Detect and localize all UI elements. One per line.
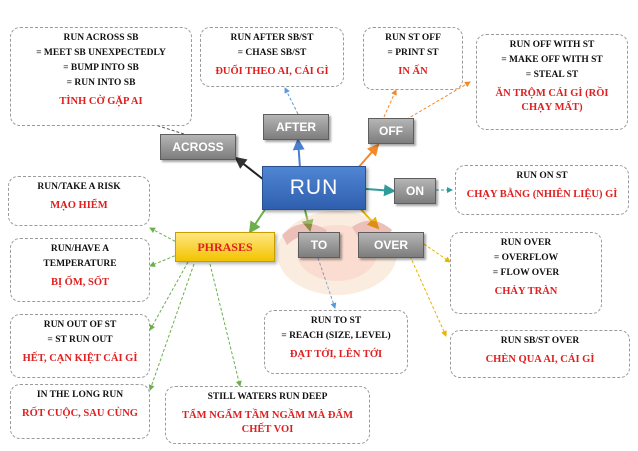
link-to-box [317,257,337,309]
link-run-on [365,184,396,197]
link-after-box [284,87,299,115]
box-line: RUN/TAKE A RISK [37,182,121,192]
box-line: = PRINT ST [387,48,439,58]
box-meaning: CHẢY TRÀN [494,286,558,297]
box-run-across: RUN ACROSS SB = MEET SB UNEXPECTEDLY = B… [10,27,192,126]
box-line: = BUMP INTO SB [63,63,139,73]
box-line: RUN/HAVE A [50,244,110,254]
hub-phrases: PHRASES [175,232,275,262]
link-run-off [357,143,380,169]
box-run-over: RUN OVER = OVERFLOW = FLOW OVER CHẢY TRÀ… [450,232,602,314]
box-line: RUN OVER [500,238,552,248]
box-line: RUN ON ST [516,171,568,181]
link-run-across [234,156,265,181]
box-meaning: TÌNH CỜ GẶP AI [59,96,143,107]
link-phrases-longrun [148,263,195,391]
box-line: = RUN INTO SB [66,78,136,88]
hub-off: OFF [368,118,414,144]
link-run-after [292,138,305,169]
box-meaning: ĐẠT TỚI, LÊN TỚI [289,349,383,360]
box-run-st-off: RUN ST OFF = PRINT ST IN ẤN [363,27,463,90]
box-long-run: IN THE LONG RUN RỐT CUỘC, SAU CÙNG [10,384,150,439]
link-across-box [145,121,185,135]
box-line: RUN OUT OF ST [43,320,117,330]
hub-on: ON [394,178,436,204]
box-run-sb-over: RUN SB/ST OVER CHÈN QUA AI, CÁI GÌ [450,330,630,378]
box-line: RUN AFTER SB/ST [230,33,314,43]
box-line: = STEAL ST [525,70,579,80]
box-still-waters: STILL WATERS RUN DEEP TẨM NGẨM TẦM NGẦM … [165,386,370,444]
box-line: = MEET SB UNEXPECTEDLY [36,48,166,58]
box-line: RUN OFF WITH ST [509,40,595,50]
box-run-out-of: RUN OUT OF ST = ST RUN OUT HẾT, CẠN KIỆT… [10,314,150,378]
box-meaning: CHẠY BẰNG (NHIÊN LIỆU) GÌ [466,189,618,200]
box-meaning: IN ẤN [398,66,428,77]
hub-to: TO [298,232,340,258]
link-off-run-off-with [401,81,471,123]
box-run-to: RUN TO ST = REACH (SIZE, LEVEL) ĐẠT TỚI,… [264,310,408,374]
hub-over: OVER [358,232,424,258]
link-over-box1 [423,243,451,263]
box-line: RUN ST OFF [385,33,441,43]
box-line: RUN ACROSS SB [63,33,139,43]
box-line: = OVERFLOW [493,253,559,263]
box-meaning: RỐT CUỘC, SAU CÙNG [22,408,138,419]
box-line: = FLOW OVER [492,268,560,278]
box-line: RUN TO ST [310,316,362,326]
box-meaning: ĂN TRỘM CÁI GÌ (RỒI CHẠY MẤT) [495,88,609,113]
box-line: IN THE LONG RUN [36,390,124,400]
box-meaning: BỊ ỐM, SỐT [50,277,110,288]
box-temperature: RUN/HAVE A TEMPERATURE BỊ ỐM, SỐT [10,238,150,302]
box-run-after: RUN AFTER SB/ST = CHASE SB/ST ĐUỔI THEO … [200,27,344,87]
link-off-print [383,89,397,118]
box-run-off-with: RUN OFF WITH ST = MAKE OFF WITH ST = STE… [476,34,628,130]
link-phrases-runout [149,261,189,331]
box-line: = REACH (SIZE, LEVEL) [281,331,391,341]
box-line: = MAKE OFF WITH ST [501,55,603,65]
center-node-run: RUN [262,166,366,210]
box-meaning: ĐUỔI THEO AI, CÁI GÌ [215,66,329,77]
box-meaning: TẨM NGẨM TẦM NGẦM MÀ ĐẤM CHẾT VOI [182,410,353,435]
link-over-box2 [409,255,447,337]
box-meaning: HẾT, CẠN KIỆT CÁI GÌ [22,353,138,364]
link-run-to [301,209,314,232]
box-run-on: RUN ON ST CHẠY BẰNG (NHIÊN LIỆU) GÌ [455,165,629,215]
box-line: RUN SB/ST OVER [500,336,580,346]
hub-after: AFTER [263,114,329,140]
hub-across: ACROSS [160,134,236,160]
box-line: = ST RUN OUT [47,335,113,345]
box-meaning: MẠO HIỂM [50,200,108,211]
box-take-a-risk: RUN/TAKE A RISK MẠO HIỂM [8,176,150,226]
box-line: TEMPERATURE [43,259,117,269]
link-phrases-still [209,263,242,387]
box-line: STILL WATERS RUN DEEP [207,392,328,402]
box-line: = CHASE SB/ST [237,48,307,58]
box-meaning: CHÈN QUA AI, CÁI GÌ [485,354,595,365]
